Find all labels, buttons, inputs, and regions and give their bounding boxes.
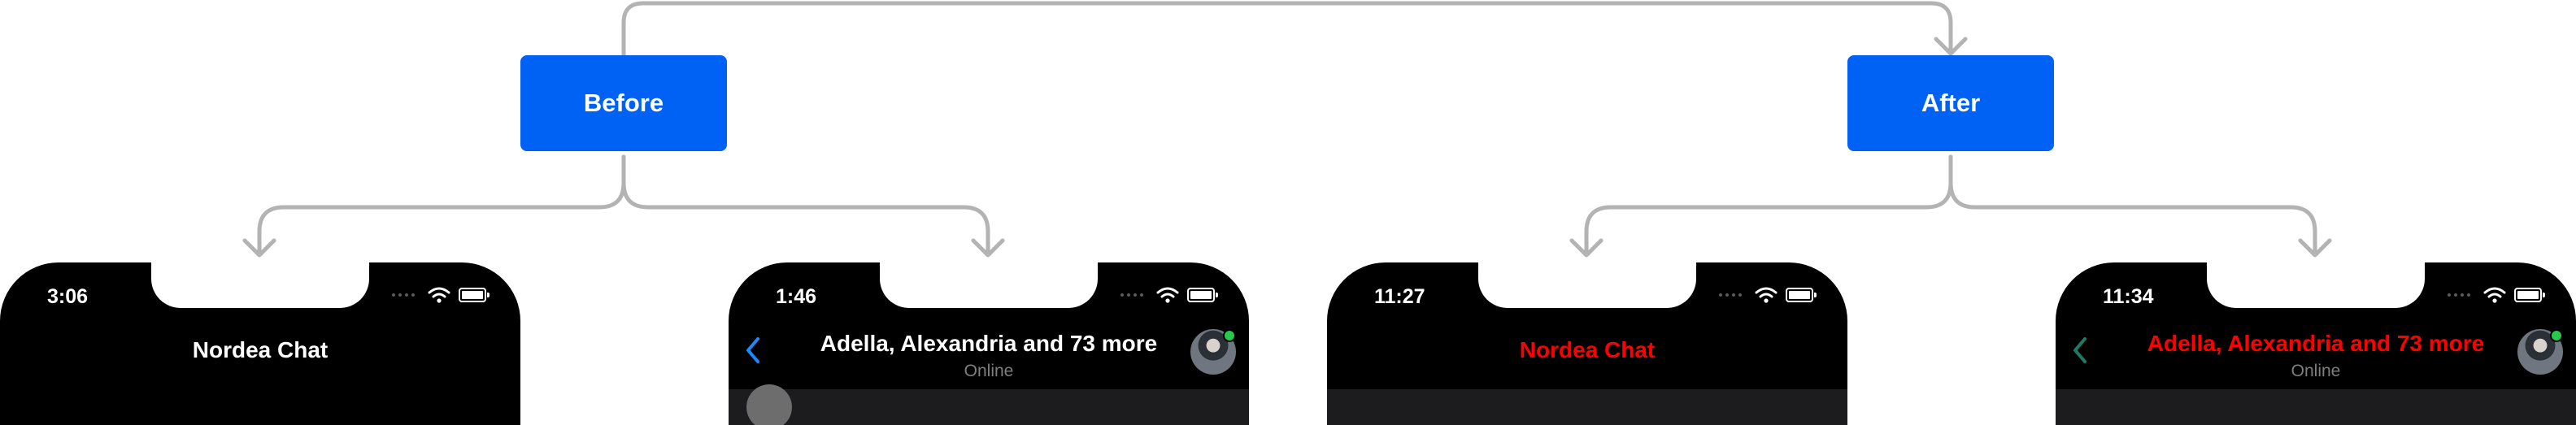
nav-title: Adella, Alexandria and 73 more xyxy=(820,331,1158,356)
nav-subtitle: Online xyxy=(2291,362,2341,380)
signal-icon xyxy=(1120,293,1143,297)
after-stage-box: After xyxy=(1847,55,2054,151)
after-left-branch xyxy=(1584,154,1953,256)
content-area xyxy=(1327,389,1847,425)
back-chevron-icon[interactable] xyxy=(2067,334,2093,366)
after-right-branch xyxy=(1948,154,2317,256)
after-label: After xyxy=(1921,89,1981,117)
content-area xyxy=(729,389,1249,425)
online-indicator xyxy=(2550,329,2563,342)
phone-notch xyxy=(2207,262,2425,308)
status-icons xyxy=(1120,287,1218,303)
wifi-icon xyxy=(428,287,450,303)
content-area xyxy=(0,389,520,425)
before-left-branch xyxy=(257,154,626,256)
before-stage-box: Before xyxy=(520,55,727,151)
status-icons xyxy=(392,287,490,303)
before-to-after-arrow xyxy=(621,1,1953,57)
nav-subtitle: Online xyxy=(964,362,1014,380)
after-conversation-screen: 11:34 Adella, Alexandria and 73 more Onl… xyxy=(2056,262,2576,425)
status-icons xyxy=(1719,287,1817,303)
signal-icon xyxy=(1719,293,1742,297)
connector-arrows xyxy=(242,1,2332,258)
phone-notch xyxy=(151,262,369,308)
content-area xyxy=(2056,389,2576,425)
before-conversation-screen: 1:46 Adella, Alexandria and 73 more Onli… xyxy=(729,262,1249,425)
battery-icon xyxy=(1187,288,1218,302)
phone-notch xyxy=(880,262,1098,308)
wifi-icon xyxy=(2483,287,2506,303)
before-chat-list-screen: 3:06 Nordea Chat xyxy=(0,262,520,425)
after-chat-list-screen: 11:27 Nordea Chat xyxy=(1327,262,1847,425)
message-avatar xyxy=(746,384,792,425)
battery-icon xyxy=(459,288,490,302)
battery-icon xyxy=(1786,288,1817,302)
wifi-icon xyxy=(1755,287,1778,303)
status-time: 3:06 xyxy=(47,285,89,308)
battery-icon xyxy=(2514,288,2545,302)
nav-title: Nordea Chat xyxy=(192,337,329,362)
status-time: 11:34 xyxy=(2103,285,2154,308)
status-icons xyxy=(2448,287,2545,303)
online-indicator xyxy=(1223,329,1236,342)
nav-title: Nordea Chat xyxy=(1519,337,1656,362)
signal-icon xyxy=(2448,293,2470,297)
status-time: 11:27 xyxy=(1374,285,1425,308)
before-arrowhead xyxy=(1934,37,1968,56)
nav-title: Adella, Alexandria and 73 more xyxy=(2147,331,2485,356)
phone-notch xyxy=(1478,262,1696,308)
status-time: 1:46 xyxy=(776,285,817,308)
before-right-branch xyxy=(621,154,990,256)
before-label: Before xyxy=(583,89,664,117)
signal-icon xyxy=(392,293,415,297)
back-chevron-icon[interactable] xyxy=(740,334,766,366)
wifi-icon xyxy=(1156,287,1179,303)
